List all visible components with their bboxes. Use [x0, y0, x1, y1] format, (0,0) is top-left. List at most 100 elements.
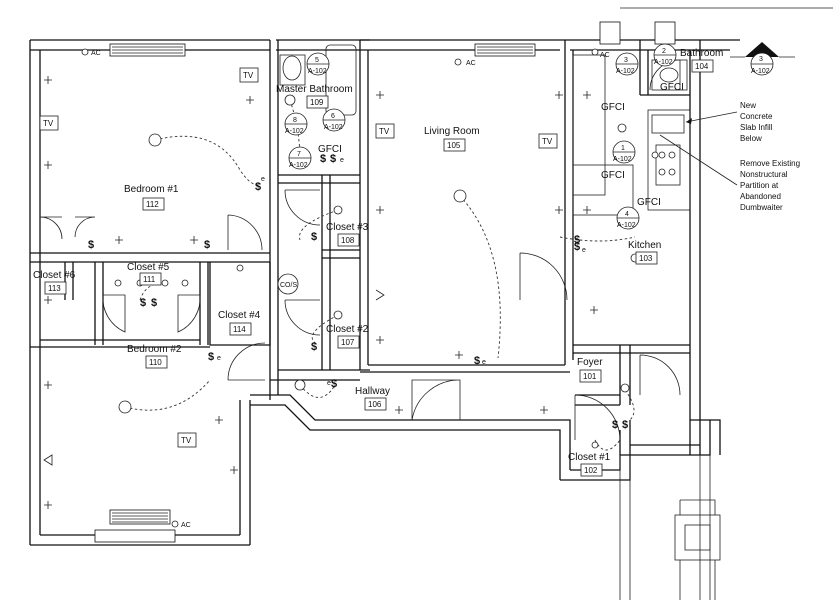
- svg-text:2: 2: [662, 48, 666, 55]
- room-number: 104: [695, 62, 709, 71]
- room-name: Closet #3: [326, 222, 369, 233]
- tv-label: TV: [379, 127, 390, 136]
- slab-note-line: New: [740, 101, 756, 110]
- room-name: Closet #1: [568, 452, 611, 463]
- svg-text:1: 1: [621, 145, 625, 152]
- svg-text:A-102: A-102: [285, 128, 304, 135]
- room-name: Bedroom #1: [124, 184, 179, 195]
- partition-note-line: Abandoned: [740, 192, 781, 201]
- svg-text:5: 5: [315, 57, 319, 64]
- room-number: 113: [48, 284, 61, 293]
- room-name: Foyer: [577, 357, 603, 368]
- room-number: 112: [146, 200, 159, 209]
- svg-text:7: 7: [297, 151, 301, 158]
- room-number: 108: [341, 236, 355, 245]
- detail-tag: 3 A-102: [615, 52, 639, 76]
- slab-note-line: Slab Infill: [740, 123, 773, 132]
- room-name: Kitchen: [628, 240, 661, 251]
- doors: [39, 59, 681, 441]
- gfci-label: GFCI: [601, 102, 625, 113]
- tv-label: TV: [542, 137, 553, 146]
- room-number: 102: [584, 466, 598, 475]
- svg-text:A-102: A-102: [308, 68, 327, 75]
- room-labels: Bedroom #1 112 Bedroom #2 110 Closet #6 …: [33, 48, 723, 477]
- svg-text:A-102: A-102: [289, 162, 308, 169]
- partition-note-line: Partition at: [740, 181, 779, 190]
- ac-labels: AC AC AC AC: [91, 50, 610, 529]
- receptacles: [43, 76, 598, 509]
- svg-text:A-102: A-102: [617, 222, 636, 229]
- gfci-label: GFCI: [660, 82, 684, 93]
- slab-note-line: Concrete: [740, 112, 773, 121]
- switch-symbol: $: [311, 341, 317, 353]
- switch-e-mark: e: [217, 355, 221, 362]
- section-marker: 3 A-102: [730, 42, 795, 76]
- ac-label: AC: [91, 50, 101, 57]
- svg-text:A-102: A-102: [751, 68, 770, 75]
- switch-symbol: $: [612, 419, 618, 431]
- switch-symbol: $: [574, 241, 580, 253]
- tv-label: TV: [43, 119, 54, 128]
- switch-symbol: $: [140, 297, 146, 309]
- room-number: 109: [310, 98, 324, 107]
- svg-text:A-102: A-102: [324, 124, 343, 131]
- switch-e-mark: e: [482, 359, 486, 366]
- switch-symbol: $: [474, 355, 480, 367]
- detail-tags: 5 A-102 8 A-102 6 A-102 7 A-102 3 A-102 …: [284, 43, 677, 230]
- switch-symbol: $: [622, 419, 628, 431]
- switch-symbol: $: [574, 234, 580, 246]
- switch-symbol: $: [204, 239, 210, 251]
- ac-label: AC: [600, 52, 610, 59]
- detail-tag: 7 A-102: [288, 146, 312, 170]
- room-name: Closet #2: [326, 324, 369, 335]
- room-number: 105: [447, 141, 461, 150]
- switch-symbol: $: [208, 351, 214, 363]
- partition-note-line: Nonstructural: [740, 170, 788, 179]
- switch-e-mark: e: [327, 380, 331, 387]
- gfci-label: GFCI: [601, 170, 625, 181]
- room-name: Bathroom: [680, 48, 723, 59]
- switches: $ $ $ $ $ e $ e $ $ e $ $ $ e $ e $ $ e …: [88, 153, 628, 431]
- ac-label: AC: [181, 522, 191, 529]
- room-number: 103: [639, 254, 653, 263]
- smoke-detector-icon: [277, 273, 299, 295]
- slab-note-line: Below: [740, 134, 762, 143]
- room-name: Hallway: [355, 386, 390, 397]
- svg-text:6: 6: [331, 113, 335, 120]
- tv-label: TV: [181, 436, 192, 445]
- detail-tag: 5 A-102: [306, 52, 330, 76]
- switch-e-mark: e: [582, 247, 586, 254]
- detail-tag: 2 A-102: [653, 43, 677, 67]
- switch-symbol: $: [255, 181, 261, 193]
- room-number: 111: [143, 275, 156, 284]
- partition-note-line: Remove Existing: [740, 159, 800, 168]
- partition-note-line: Dumbwaiter: [740, 203, 783, 212]
- room-name: Closet #6: [33, 270, 76, 281]
- svg-text:A-102: A-102: [616, 68, 635, 75]
- gfci-labels: GFCI GFCI GFCI GFCI GFCI: [318, 82, 684, 208]
- room-name: Living Room: [424, 126, 480, 137]
- switch-symbol: $: [320, 153, 326, 165]
- room-number: 101: [583, 372, 597, 381]
- switch-symbol: $: [330, 153, 336, 165]
- switch-symbol: $: [311, 231, 317, 243]
- switch-e-mark: e: [261, 176, 265, 183]
- room-number: 106: [368, 400, 382, 409]
- notes: New Concrete Slab Infill Below Remove Ex…: [659, 101, 800, 212]
- detail-tag: 8 A-102: [284, 112, 308, 136]
- switch-symbol: $: [151, 297, 157, 309]
- windows: [94, 21, 676, 543]
- svg-text:3: 3: [759, 56, 763, 63]
- tv-label: TV: [243, 71, 254, 80]
- room-name: Closet #5: [127, 262, 170, 273]
- detail-tag: 6 A-102: [322, 108, 346, 132]
- ac-label: AC: [466, 60, 476, 67]
- switch-e-mark: e: [340, 157, 344, 164]
- smoke-detector-label: CO/S: [280, 282, 297, 289]
- svg-text:8: 8: [293, 117, 297, 124]
- light-fixtures: [81, 48, 659, 528]
- svg-text:3: 3: [624, 57, 628, 64]
- svg-text:4: 4: [625, 211, 629, 218]
- room-number: 107: [341, 338, 355, 347]
